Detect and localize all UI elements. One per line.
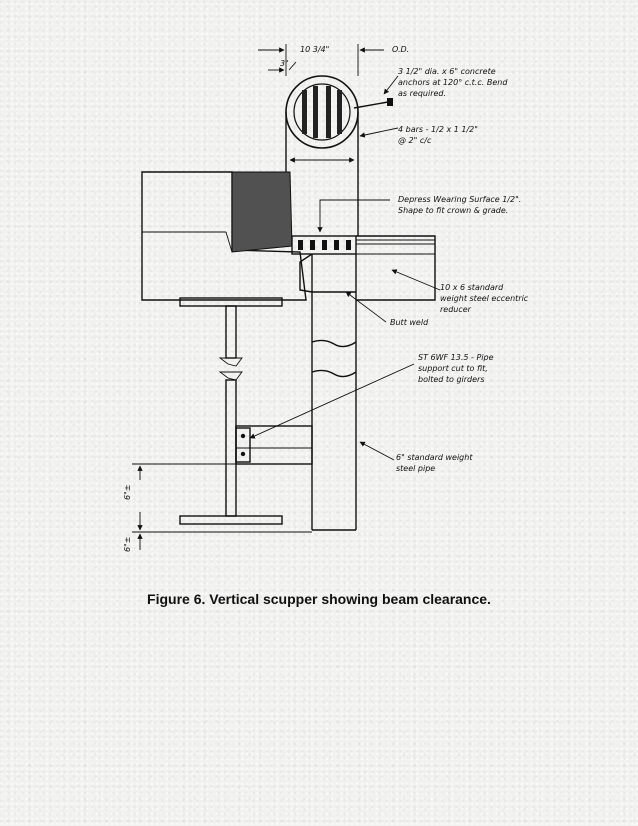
clearance-lower-label: 6"±	[123, 537, 132, 552]
dimension-lines	[258, 44, 384, 163]
clearance-dimension	[132, 463, 312, 550]
concrete-deck	[141, 171, 436, 301]
butt-weld-note: Butt weld	[390, 318, 429, 327]
depress-note-1: Depress Wearing Surface 1/2".	[398, 195, 521, 204]
anchors-note-1: 3 1/2" dia. x 6" concrete	[398, 67, 496, 76]
support-note-2: support cut to fit,	[418, 364, 488, 373]
reducer-note-2: weight steel eccentric	[440, 294, 529, 303]
vertical-pipe	[299, 253, 357, 531]
dim-gap-label: 3"	[280, 59, 289, 68]
bars-note-1: 4 bars - 1/2 x 1 1/2"	[398, 125, 478, 134]
steel-girder	[179, 297, 313, 525]
support-note-3: bolted to girders	[418, 375, 485, 384]
pipe-note-2: steel pipe	[396, 464, 435, 473]
dim-od-label: O.D.	[392, 45, 409, 54]
anchors-note-2: anchors at 120° c.t.c. Bend	[398, 78, 508, 87]
grate-bars	[291, 235, 357, 255]
dim-width-label: 10 3/4"	[300, 45, 329, 54]
anchors-note-3: as required.	[398, 89, 446, 98]
leader-lines	[249, 75, 441, 461]
depress-note-2: Shape to fit crown & grade.	[398, 206, 508, 215]
reducer-note-1: 10 x 6 standard	[440, 283, 504, 292]
reducer-note-3: reducer	[440, 305, 472, 314]
support-note-1: ST 6WF 13.5 - Pipe	[418, 353, 494, 362]
figure-caption: Figure 6. Vertical scupper showing beam …	[147, 591, 491, 607]
bars-note-2: @ 2" c/c	[398, 136, 432, 145]
clearance-upper-label: 6"±	[123, 485, 132, 500]
scupper-plan-circle	[285, 75, 393, 236]
pipe-note-1: 6" standard weight	[396, 453, 473, 462]
